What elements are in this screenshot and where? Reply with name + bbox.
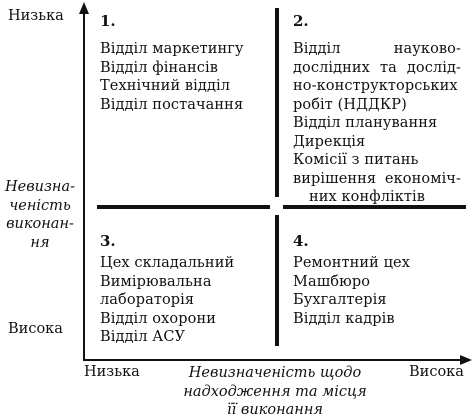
list-item: Відділ планування — [293, 115, 438, 131]
quadrant-2-items: Відділ науково- дослідних та дослід- но-… — [293, 40, 461, 207]
list-item: робіт (НДДКР) — [293, 96, 407, 113]
x-axis-title: Невизначеність щодо надходження та місця… — [170, 364, 380, 420]
list-item: Комісії з питань — [293, 152, 419, 168]
list-item: Цех складальний — [100, 255, 235, 271]
list-item: Відділ АСУ — [100, 329, 186, 345]
y-axis-line — [83, 12, 85, 361]
quadrant-4-number: 4. — [293, 232, 309, 250]
y-axis-title-line: виконан- — [6, 216, 74, 232]
list-item: Відділ охорони — [100, 310, 216, 327]
list-item: Відділ науково- — [293, 41, 461, 57]
list-item: Відділ постачання — [100, 96, 244, 113]
y-axis-title-line: ня — [30, 234, 50, 251]
x-axis-title-line: її виконання — [227, 402, 323, 418]
x-axis-right-label: Висока — [409, 364, 464, 380]
quadrant-1-number: 1. — [100, 12, 116, 30]
list-item: вирішення економіч- — [293, 170, 461, 187]
quadrant-3-number: 3. — [100, 232, 116, 250]
list-item: Відділ маркетингу — [100, 41, 244, 57]
list-item: Відділ фінансів — [100, 59, 218, 76]
quadrant-3-items: Цех складальний Вимірювальна лабораторія… — [100, 254, 234, 347]
y-axis-bottom-label: Висока — [8, 321, 63, 337]
list-item: Вимірювальна — [100, 273, 212, 290]
x-axis-title-line: Невизначеність щодо — [188, 365, 362, 381]
divider-horizontal-left — [97, 205, 270, 209]
divider-vertical-bottom — [275, 215, 279, 346]
x-axis-arrow — [460, 355, 472, 365]
list-item: Ремонтний цех — [293, 255, 411, 271]
quadrant-4-items: Ремонтний цех Машбюро Бухгалтерія Відділ… — [293, 254, 410, 328]
list-item: Дирекція — [293, 133, 366, 150]
quadrant-2-number: 2. — [293, 12, 309, 30]
list-item: Відділ кадрів — [293, 310, 395, 327]
list-item: Бухгалтерія — [293, 292, 387, 308]
list-item: Машбюро — [293, 273, 371, 290]
y-axis-title: Невизна- ченість виконан- ня — [0, 178, 80, 252]
y-axis-top-label: Низька — [8, 8, 64, 24]
x-axis-title-line: надходження та місця — [183, 383, 367, 400]
list-item: лабораторія — [100, 292, 195, 308]
y-axis-title-line: ченість — [9, 197, 71, 214]
divider-horizontal-right — [283, 205, 466, 209]
list-item: них конфліктів — [309, 189, 426, 205]
list-item: Технічний відділ — [100, 78, 231, 94]
y-axis-title-line: Невизна- — [4, 179, 75, 195]
x-axis-line — [83, 359, 463, 361]
divider-vertical-top — [275, 8, 279, 197]
x-axis-left-label: Низька — [84, 364, 140, 380]
y-axis-arrow — [79, 2, 89, 14]
list-item: дослідних та дослід- — [293, 59, 461, 76]
list-item: но-конструкторських — [293, 78, 458, 94]
quadrant-1-items: Відділ маркетингу Відділ фінансів Техніч… — [100, 40, 244, 114]
